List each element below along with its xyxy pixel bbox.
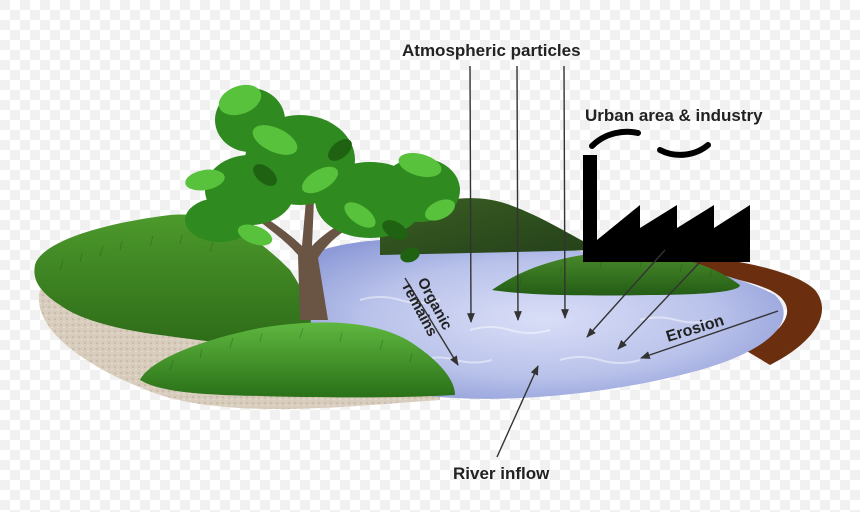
- label-river-inflow: River inflow: [453, 464, 550, 483]
- grass-texture: [59, 234, 713, 371]
- label-atmospheric-particles: Atmospheric particles: [402, 41, 581, 60]
- erosion-arrow: [640, 310, 779, 359]
- river-inflow-arrow: [496, 365, 539, 458]
- industry-arrow-2: [617, 261, 701, 350]
- atmospheric-arrow-1: [467, 65, 475, 323]
- label-urban-industry: Urban area & industry: [585, 106, 763, 125]
- organic-remains-arrow: [404, 277, 459, 366]
- atmospheric-arrows: [467, 65, 569, 323]
- soil-bank: [600, 250, 823, 365]
- industry-arrow-1: [586, 249, 666, 338]
- left-hill: [34, 214, 311, 347]
- erosion-arrows: [586, 249, 779, 359]
- front-hill: [140, 322, 455, 398]
- factory-icon: [583, 155, 750, 262]
- atmospheric-arrow-2: [514, 65, 522, 321]
- smoke-icon: [589, 128, 711, 158]
- atmospheric-arrow-3: [561, 65, 569, 319]
- tree-icon: [185, 84, 460, 320]
